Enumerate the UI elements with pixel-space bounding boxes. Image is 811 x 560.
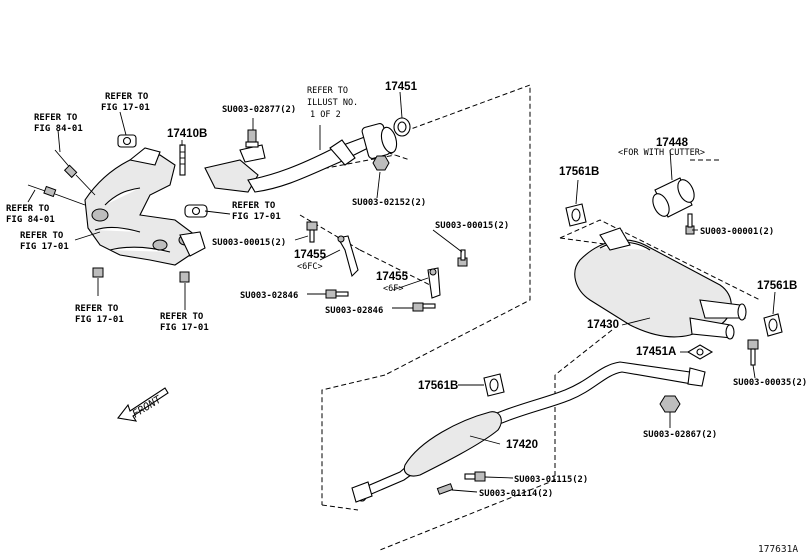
ref-illust-line1: REFER TO bbox=[307, 86, 348, 96]
bolt-su003-00015-left bbox=[306, 221, 318, 243]
tail-muffler-17430 bbox=[574, 227, 747, 340]
bolt-su003-02877 bbox=[245, 129, 259, 148]
label-17561b-left: 17561B bbox=[559, 166, 599, 178]
nut-su003-02867 bbox=[659, 395, 681, 413]
label-17455-6fc: 17455 bbox=[294, 249, 327, 261]
part-number-labels: 17451 17410B 17448 <FOR WITH CUTTER> 175… bbox=[167, 81, 797, 451]
gasket-17451a bbox=[686, 344, 714, 360]
label-su003-02867: SU003-02867(2) bbox=[643, 430, 717, 440]
ref-17-left-line1: REFER TO bbox=[20, 231, 64, 241]
exhaust-manifold bbox=[84, 147, 206, 266]
bolt-su003-02846-left bbox=[325, 289, 349, 299]
ref-17-bl-line2: FIG 17-01 bbox=[75, 315, 124, 325]
bolt-su003-00035 bbox=[747, 339, 759, 366]
ref-17-mid-line1: REFER TO bbox=[232, 201, 276, 211]
bolt-su003-00001 bbox=[685, 213, 695, 235]
label-17420: 17420 bbox=[506, 439, 538, 451]
bolt-su003-00015-right bbox=[457, 249, 468, 267]
label-su003-02846-right: SU003-02846 bbox=[325, 306, 383, 316]
bolt-su003-01115 bbox=[464, 471, 486, 482]
label-17448: 17448 bbox=[656, 137, 689, 149]
label-su003-01114: SU003-01114(2) bbox=[479, 489, 553, 499]
hanger-17561b-right bbox=[763, 313, 783, 337]
ref-17-mid-line2: FIG 17-01 bbox=[232, 212, 281, 222]
label-17410b: 17410B bbox=[167, 128, 207, 140]
manifold-gasket-mid bbox=[184, 204, 208, 218]
ref-illust-line2: ILLUST NO. bbox=[307, 98, 358, 108]
ref-top-line2: FIG 17-01 bbox=[101, 103, 150, 113]
label-su003-02846-left: SU003-02846 bbox=[240, 291, 298, 301]
center-exhaust-pipe-17420 bbox=[351, 361, 706, 503]
hanger-17561b-left bbox=[565, 203, 587, 227]
label-su003-00035: SU003-00035(2) bbox=[733, 378, 807, 388]
ref-top-line1: REFER TO bbox=[105, 92, 149, 102]
cutter-17448 bbox=[652, 177, 695, 218]
label-17455-6f: 17455 bbox=[376, 271, 409, 283]
diagram-code: 177631A bbox=[758, 544, 798, 555]
label-su003-02152: SU003-02152(2) bbox=[352, 198, 426, 208]
label-17451a: 17451A bbox=[636, 346, 676, 358]
ref-84-upper-line1: REFER TO bbox=[34, 113, 78, 123]
reference-labels: REFER TO FIG 17-01 REFER TO FIG 84-01 RE… bbox=[6, 86, 358, 333]
ref-84-left-line1: REFER TO bbox=[6, 204, 50, 214]
leader-lines bbox=[27, 91, 776, 493]
label-17561b-lower: 17561B bbox=[418, 380, 458, 392]
ref-17-left-line2: FIG 17-01 bbox=[20, 242, 69, 252]
fastener-labels: SU003-02877(2) SU003-02152(2) SU003-0001… bbox=[212, 105, 807, 499]
label-su003-01115: SU003-01115(2) bbox=[514, 475, 588, 485]
manifold-nut-bottom-2 bbox=[179, 271, 190, 283]
manifold-nut-bottom bbox=[92, 267, 104, 278]
gasket-17451-top bbox=[393, 117, 411, 137]
label-17455-6fc-note: <6FC> bbox=[297, 262, 323, 272]
label-su003-00001: SU003-00001(2) bbox=[700, 227, 774, 237]
label-su003-00015-left: SU003-00015(2) bbox=[212, 238, 286, 248]
oxygen-sensor-upper bbox=[54, 149, 96, 196]
label-17430: 17430 bbox=[587, 319, 619, 331]
stud-su003-01114 bbox=[436, 483, 454, 495]
ref-17-bm-line2: FIG 17-01 bbox=[160, 323, 209, 333]
ref-illust-line3: 1 OF 2 bbox=[310, 110, 341, 120]
ref-84-upper-line2: FIG 84-01 bbox=[34, 124, 83, 134]
label-su003-02877: SU003-02877(2) bbox=[222, 105, 296, 115]
front-direction-arrow bbox=[117, 387, 169, 422]
nut-su003-02152 bbox=[372, 155, 390, 171]
front-exhaust-pipe-catalyst bbox=[204, 123, 398, 193]
label-su003-00015-right: SU003-00015(2) bbox=[435, 221, 509, 231]
hanger-17561b-lower bbox=[483, 373, 505, 397]
bracket-17455-6fc bbox=[337, 235, 359, 278]
front-label: FRONT bbox=[130, 393, 164, 420]
ref-17-bl-line1: REFER TO bbox=[75, 304, 119, 314]
bolt-su003-02846-right bbox=[412, 302, 436, 312]
label-17451-top: 17451 bbox=[385, 81, 418, 93]
manifold-gasket-top bbox=[117, 134, 137, 148]
ref-17-bm-line1: REFER TO bbox=[160, 312, 204, 322]
label-17448-note: <FOR WITH CUTTER> bbox=[618, 148, 705, 158]
bracket-17455-6f bbox=[427, 267, 441, 299]
oxygen-sensor-lower bbox=[27, 184, 86, 206]
label-17455-6f-note: <6F> bbox=[383, 284, 403, 294]
stud-17410b bbox=[179, 144, 186, 176]
ref-84-left-line2: FIG 84-01 bbox=[6, 215, 55, 225]
label-17561b-right: 17561B bbox=[757, 280, 797, 292]
assembly-boundary-lines bbox=[299, 84, 761, 551]
